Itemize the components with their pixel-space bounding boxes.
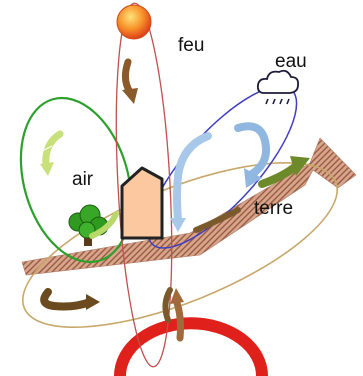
water-arrow-right	[238, 126, 266, 188]
water-label: eau	[275, 52, 307, 71]
fire-arrow-top	[122, 62, 138, 104]
air-arrow-top	[40, 134, 60, 176]
air-label: air	[72, 170, 93, 189]
sun-icon	[117, 5, 151, 39]
earth-label: terre	[254, 199, 293, 218]
tree-icon	[69, 205, 108, 246]
water-arrow-left	[170, 136, 208, 232]
fire-label: feu	[178, 36, 204, 55]
cloud-rain-icon	[258, 71, 298, 104]
earth-arrow-left	[44, 292, 100, 310]
